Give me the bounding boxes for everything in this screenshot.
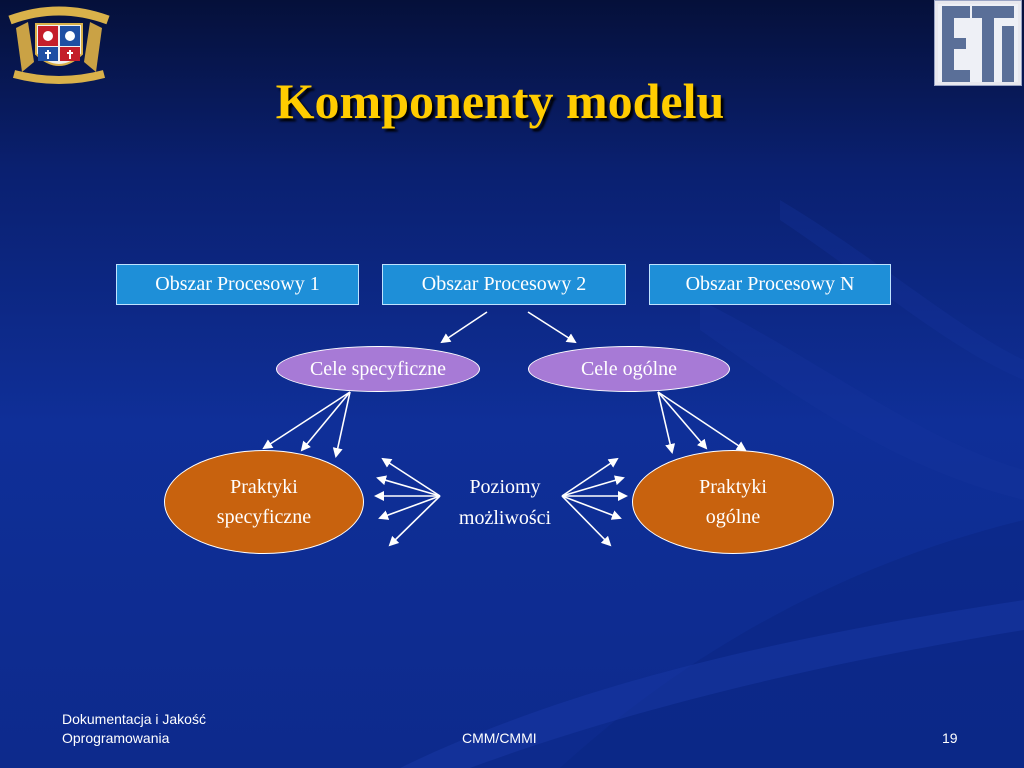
generic-practices-label: Praktyki ogólne xyxy=(699,472,767,532)
specific-practices-label: Praktyki specyficzne xyxy=(217,472,311,532)
specific-practices-line1: Praktyki xyxy=(230,476,298,498)
capability-levels-line2: możliwości xyxy=(458,507,552,529)
generic-practices-oval: Praktyki ogólne xyxy=(632,450,834,554)
process-area-1-box: Obszar Procesowy 1 xyxy=(116,264,359,305)
specific-goals-oval: Cele specyficzne xyxy=(276,346,480,392)
page-number: 19 xyxy=(942,730,958,746)
footer-center-text: CMM/CMMI xyxy=(462,730,537,746)
specific-practices-line2: specyficzne xyxy=(216,506,312,528)
footer-line2: Oprogramowania xyxy=(62,730,170,746)
process-area-n-box: Obszar Procesowy N xyxy=(649,264,891,305)
generic-practices-line1: Praktyki xyxy=(699,476,767,498)
footer-line1: Dokumentacja i Jakość xyxy=(62,711,206,727)
generic-practices-line2: ogólne xyxy=(705,506,761,528)
generic-goals-oval: Cele ogólne xyxy=(528,346,730,392)
capability-levels-label: Poziomy możliwości xyxy=(445,472,565,534)
eti-logo xyxy=(934,0,1022,86)
specific-practices-oval: Praktyki specyficzne xyxy=(164,450,364,554)
footer-course-title: Dokumentacja i Jakość Oprogramowania xyxy=(62,710,206,748)
capability-levels-line1: Poziomy xyxy=(469,476,541,498)
process-area-2-box: Obszar Procesowy 2 xyxy=(382,264,626,305)
university-crest-logo xyxy=(8,6,110,84)
slide-title: Komponenty modelu xyxy=(275,73,725,129)
